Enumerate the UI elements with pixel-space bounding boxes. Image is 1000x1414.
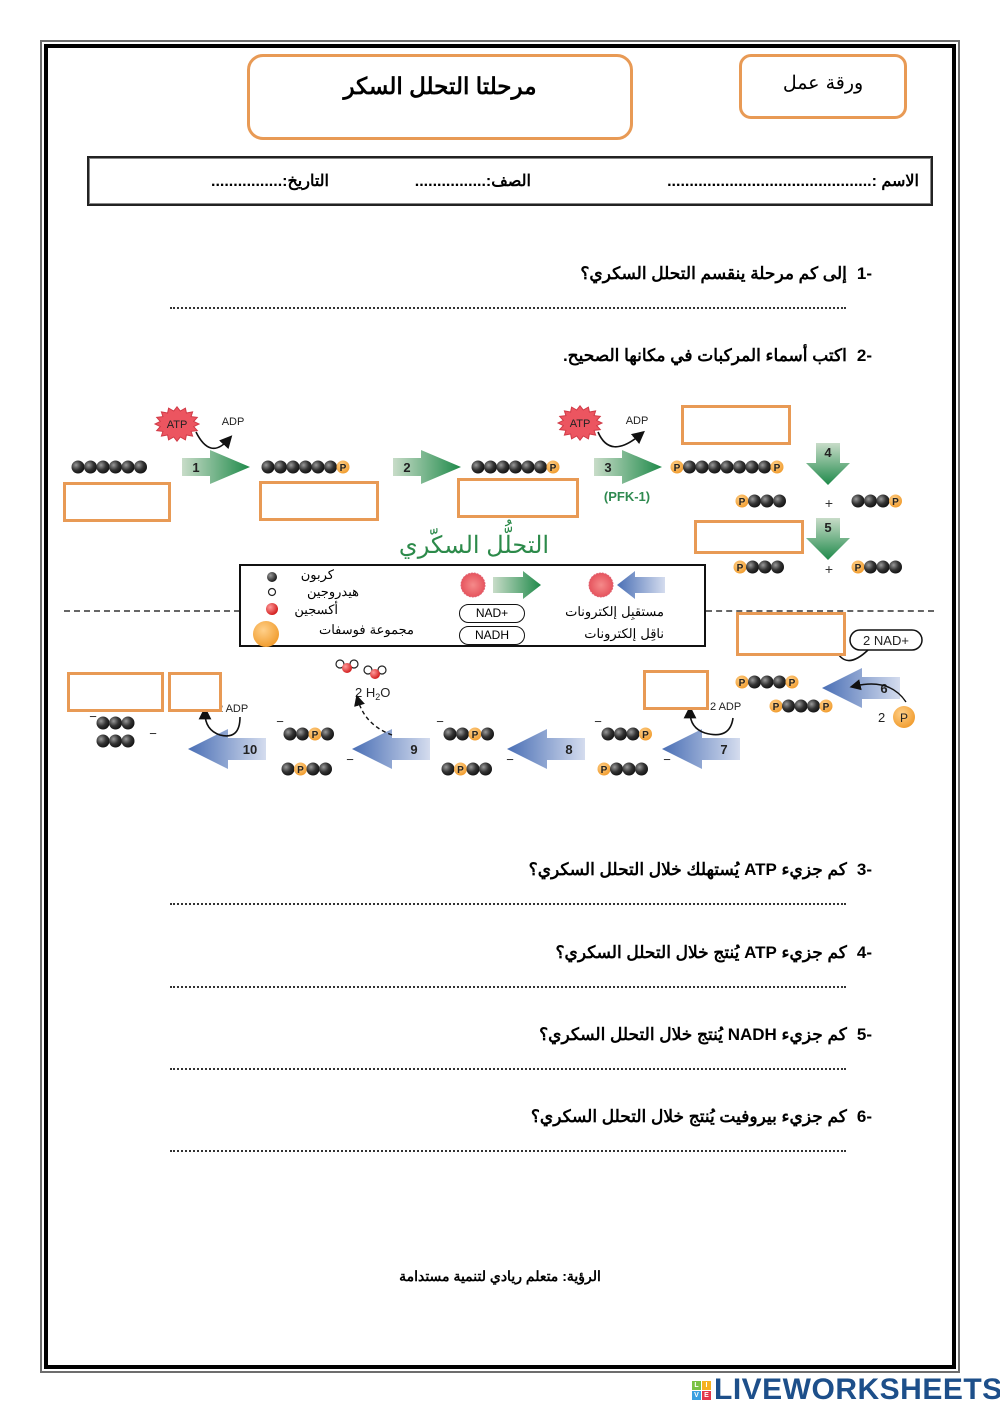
answer-box-fructose-6-phosphate[interactable] <box>457 478 579 518</box>
answer-line-6[interactable] <box>170 1150 846 1152</box>
question-text: كم جزيء ATP يُنتج خلال التحلل السكري؟ <box>555 943 847 962</box>
name-field[interactable]: الاسم :.................................… <box>667 173 919 190</box>
answer-line-5[interactable] <box>170 1068 846 1070</box>
phase-divider-left <box>64 610 240 612</box>
question-number: -6 <box>856 1107 872 1126</box>
logo-tiles-icon: L I V E <box>692 1380 711 1400</box>
carbon-icon <box>267 572 277 582</box>
question-text: اكتب أسماء المركبات في مكانها الصحيح. <box>562 346 847 365</box>
student-info-bar: الاسم :.................................… <box>87 156 933 206</box>
answer-line-1[interactable] <box>170 307 846 309</box>
answer-box-step5-product[interactable] <box>694 520 804 554</box>
green-arrow-icon <box>493 571 541 599</box>
legend-electron-acceptor: مستقبِل إلكترونات <box>565 605 664 620</box>
oxygen-icon <box>266 603 278 615</box>
legend-icons <box>253 571 665 647</box>
question-1: -1 إلى كم مرحلة ينقسم التحلل السكري؟ <box>580 264 872 284</box>
page-frame-inner <box>44 44 956 1369</box>
question-text: كم جزيء ATP يُستهلك خلال التحلل السكري؟ <box>528 860 847 879</box>
green-step-burst-icon <box>460 572 486 598</box>
legend-hydrogen: هيدروجين <box>306 585 359 600</box>
phase-divider-right <box>706 610 934 612</box>
answer-line-4[interactable] <box>170 986 846 988</box>
date-field[interactable]: التاريخ:................ <box>211 173 329 190</box>
question-number: -4 <box>856 943 872 962</box>
legend-electron-carrier: ناقِل إلكترونات <box>584 627 664 642</box>
question-text: إلى كم مرحلة ينقسم التحلل السكري؟ <box>580 264 847 283</box>
answer-box-pyruvate[interactable] <box>67 672 164 712</box>
answer-box-step7-product[interactable] <box>643 670 709 710</box>
question-number: -2 <box>856 346 872 365</box>
question-4: -4 كم جزيء ATP يُنتج خلال التحلل السكري؟ <box>556 943 872 963</box>
question-number: -3 <box>856 860 872 879</box>
diagram-legend: كربون هيدروجين أكسجين مجموعة فوسفات NAD+… <box>239 564 706 647</box>
answer-box-fructose-bisphosphate[interactable] <box>681 405 791 445</box>
answer-line-3[interactable] <box>170 903 846 905</box>
question-3: -3 كم جزيء ATP يُستهلك خلال التحلل السكري… <box>529 860 872 880</box>
worksheet-label: ورقة عمل <box>782 72 864 94</box>
page-frame-outer <box>40 40 960 1373</box>
question-number: -5 <box>856 1025 872 1044</box>
question-2: -2 اكتب أسماء المركبات في مكانها الصحيح. <box>563 346 872 366</box>
liveworksheets-logo[interactable]: L I V E LIVEWORKSHEETS <box>692 1373 1000 1406</box>
legend-nad-plus-pill: NAD+ <box>459 604 525 623</box>
blue-arrow-icon <box>617 571 665 599</box>
legend-phosphate: مجموعة فوسفات <box>318 623 414 638</box>
answer-box-step6-product[interactable] <box>736 612 846 656</box>
class-field[interactable]: الصف:................ <box>414 173 531 190</box>
title-box: مرحلتا التحلل السكر <box>247 54 633 140</box>
answer-box-step10-atp[interactable] <box>168 672 222 712</box>
answer-box-glucose-6-phosphate[interactable] <box>259 481 379 521</box>
hydrogen-icon <box>267 587 277 597</box>
question-number: -1 <box>856 264 872 283</box>
legend-oxygen: أكسجين <box>294 603 338 618</box>
legend-carbon: كربون <box>300 568 334 583</box>
vision-statement: الرؤية: متعلم ريادي لتنمية مستدامة <box>399 1268 601 1284</box>
phosphate-icon <box>253 621 279 647</box>
answer-box-glucose[interactable] <box>63 482 171 522</box>
question-text: كم جزيء بيروفيت يُنتج خلال التحلل السكري… <box>530 1107 847 1126</box>
page-title: مرحلتا التحلل السكر <box>343 73 537 99</box>
worksheet-label-box: ورقة عمل <box>739 54 907 119</box>
question-5: -5 كم جزيء NADH يُنتج خلال التحلل السكري؟ <box>539 1025 872 1045</box>
legend-nadh-pill: NADH <box>459 626 525 645</box>
question-text: كم جزيء NADH يُنتج خلال التحلل السكري؟ <box>539 1025 847 1044</box>
blue-step-burst-icon <box>588 572 614 598</box>
brand-name: LIVEWORKSHEETS <box>714 1373 1000 1406</box>
question-6: -6 كم جزيء بيروفيت يُنتج خلال التحلل السك… <box>531 1107 872 1127</box>
